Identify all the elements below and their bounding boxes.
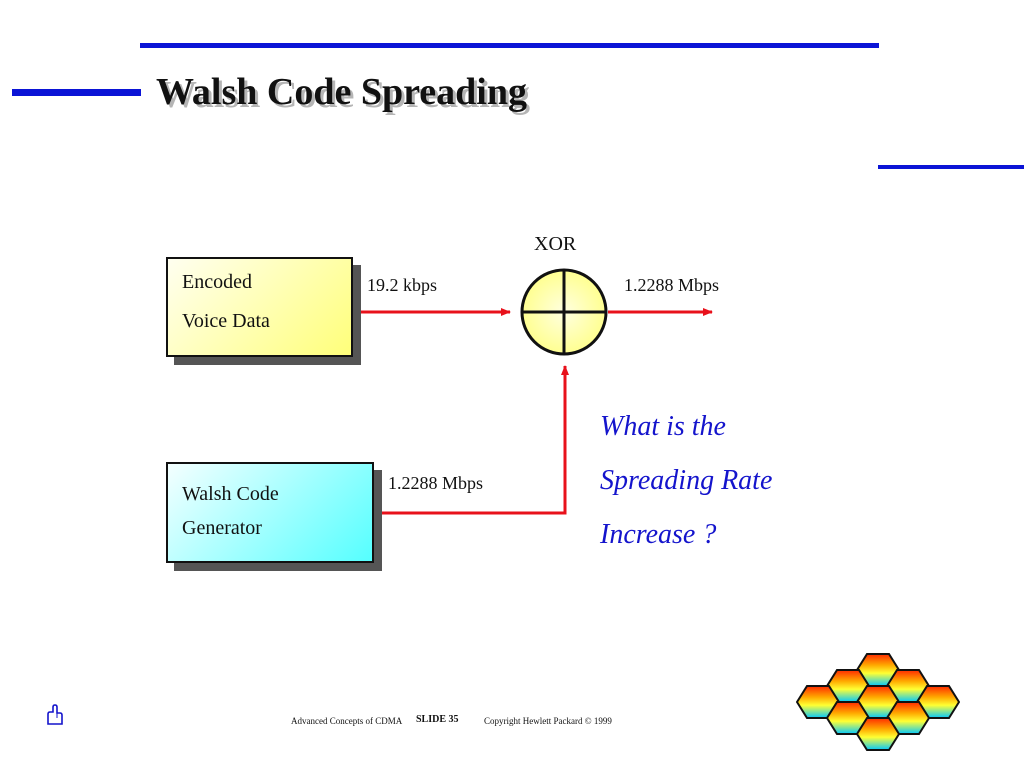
question-line1: What is the (600, 411, 726, 442)
box2-line1: Walsh Code (182, 483, 279, 505)
hexagon-cluster-logo (796, 653, 960, 751)
walsh-code-generator-box: Walsh Code Generator (166, 462, 374, 563)
box1-line1: Encoded (182, 271, 252, 293)
box2-line2: Generator (182, 517, 262, 539)
left-rule (12, 89, 141, 96)
footer-slide-number: SLIDE 35 (416, 714, 459, 725)
slide-title: Walsh Code Spreading (156, 71, 527, 113)
question-line2: Spreading Rate (600, 465, 773, 496)
question-line3: Increase ? (600, 519, 717, 550)
question-text: What is the Spreading Rate Increase ? (600, 400, 860, 562)
xor-symbol (520, 268, 608, 356)
box1-line2: Voice Data (182, 310, 270, 332)
slide-footer: Advanced Concepts of CDMA SLIDE 35 Copyr… (0, 712, 900, 732)
footer-copyright: Copyright Hewlett Packard © 1999 (484, 716, 612, 726)
walsh-rate-label: 1.2288 Mbps (388, 473, 484, 493)
encoded-voice-data-box: Encoded Voice Data (166, 257, 353, 357)
input-rate-label: 19.2 kbps (367, 275, 438, 295)
right-rule (878, 165, 1024, 169)
output-rate-label: 1.2288 Mbps (624, 275, 720, 295)
top-rule (140, 43, 879, 48)
pointing-hand-icon[interactable] (44, 704, 64, 726)
arrow-walsh-to-xor (376, 365, 569, 515)
footer-course: Advanced Concepts of CDMA (291, 716, 403, 726)
xor-label: XOR (534, 233, 577, 255)
